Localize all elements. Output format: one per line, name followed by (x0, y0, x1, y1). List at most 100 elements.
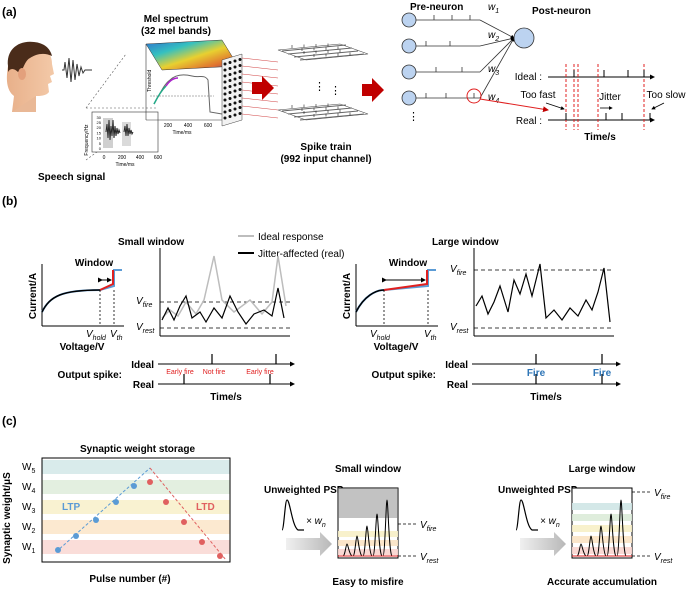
encoder-dot (238, 94, 242, 97)
times-weight-label: × wn (306, 516, 326, 529)
fan-line (241, 97, 279, 103)
v-th-label: Vth (110, 329, 123, 342)
ltd-point (181, 519, 187, 525)
ltp-point (73, 533, 79, 539)
voltage-axis-label: Voltage/V (60, 342, 105, 353)
encoder-dot (228, 67, 232, 70)
v-rest-label: Vrest (420, 552, 439, 565)
encoder-dot (233, 71, 237, 75)
psp-band (572, 536, 632, 543)
encoder-dot (233, 101, 237, 105)
encoder-dot (223, 62, 227, 66)
weight-label: w1 (488, 2, 499, 15)
spike-row (287, 107, 353, 115)
encoder-dot (238, 76, 242, 79)
spike-plane-bottom (277, 103, 369, 121)
psp-band (338, 540, 398, 546)
post-neuron-node (513, 27, 535, 49)
weight-level-label: W1 (22, 542, 35, 555)
ltp-line (55, 467, 151, 553)
mel-x-label: Time/ms (173, 130, 192, 136)
weight-band (42, 500, 230, 514)
psp-peak (382, 499, 393, 557)
iv-hold-curve (355, 289, 385, 313)
encoder-dot (233, 59, 237, 63)
encoder-dot (238, 58, 242, 61)
synapse-line (479, 19, 515, 39)
too-fast-label: Too fast (520, 90, 555, 101)
jitter-label: Jitter (599, 92, 621, 103)
encoder-dot (228, 115, 232, 118)
panel-c: (c) Synaptic weight storage W1W2W3W4W5LT… (2, 414, 673, 588)
small-window-title: Small window (118, 237, 184, 248)
mel-x-tick: 600 (204, 123, 213, 129)
panel-b: (b) Small window Large window Ideal resp… (2, 194, 621, 403)
encoder-dot (223, 104, 227, 108)
spike-train-stack: ⋮⋮ (277, 43, 369, 121)
encoder-dot (228, 103, 232, 106)
psp-peak (352, 535, 363, 557)
encoder-dot (233, 83, 237, 87)
spike-ideal-label: Ideal (445, 360, 468, 371)
unweighted-psp-label: Unweighted PSP (498, 485, 578, 496)
spike-annotation: Early fire (246, 369, 274, 376)
fan-line (241, 113, 279, 119)
encoder-dot (223, 80, 227, 84)
encoder-dot (223, 116, 227, 120)
spike-ideal-label: Ideal (131, 360, 154, 371)
panel-b-label: (b) (2, 194, 17, 208)
spike-train-label-2: (992 input channel) (280, 154, 371, 165)
encoder-dot (233, 77, 237, 81)
spike-encoder-dot-grid (221, 53, 243, 127)
ltd-point (163, 499, 169, 505)
v-th-label: Vth (424, 329, 437, 342)
ltp-point (131, 483, 137, 489)
v-rest-label: Vrest (450, 322, 469, 335)
post-neuron-label: Post-neuron (532, 6, 591, 17)
iv-window-curve (383, 270, 428, 291)
legend-real-label: Jitter-affected (real) (258, 249, 345, 260)
fan-line (241, 73, 279, 79)
encoder-dot (238, 100, 242, 103)
psp-peak (606, 513, 617, 557)
ideal-trace (161, 255, 287, 319)
window-label: Window (75, 258, 113, 269)
iv-window-curve (99, 270, 114, 291)
psp-caption: Accurate accumulation (547, 577, 657, 588)
psp-band (572, 514, 632, 521)
v-fire-label: Vfire (450, 264, 467, 277)
v-rest-label: Vrest (654, 552, 673, 565)
weight-level-label: W5 (22, 462, 35, 475)
panel-c-label: (c) (2, 414, 17, 428)
speaker-head-icon (6, 41, 54, 112)
fan-line (241, 105, 279, 111)
encoder-dot (238, 82, 242, 85)
weight-plot-frame (41, 457, 231, 563)
psp-band (572, 547, 632, 554)
iv-hold-curve (41, 289, 101, 313)
psp-window-title: Small window (335, 464, 401, 475)
weight-band (42, 460, 230, 474)
encoder-dot (228, 91, 232, 94)
weight-level-label: W4 (22, 482, 35, 495)
weight-band (42, 520, 230, 534)
panel-a-label: (a) (2, 5, 17, 19)
window-label: Window (389, 258, 427, 269)
psp-arrow-icon (286, 532, 332, 556)
large-window-title: Large window (432, 237, 499, 248)
ltd-point (199, 539, 205, 545)
spectrogram-y-tick: 0 (99, 146, 102, 151)
psp-peak (576, 543, 587, 557)
pre-neuron-label: Pre-neuron (410, 2, 463, 13)
encoder-dot (233, 65, 237, 69)
ltp-point (113, 499, 119, 505)
encoder-dot (238, 106, 242, 109)
encode-arrow-icon (252, 76, 274, 100)
encoder-dot (233, 95, 237, 99)
weight-label: w2 (488, 30, 499, 43)
encoder-dot (223, 92, 227, 96)
